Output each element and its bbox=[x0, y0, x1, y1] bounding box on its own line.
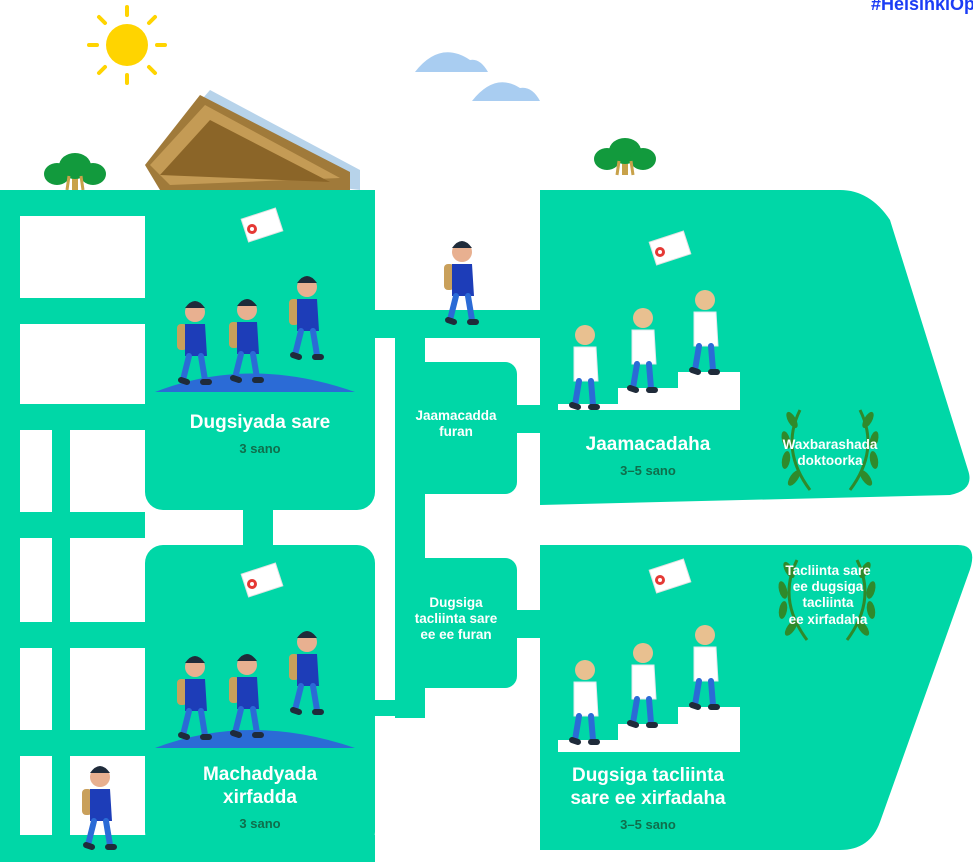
university-label: Jaamacadaha 3–5 sano bbox=[548, 434, 748, 478]
label-line: tacliinta bbox=[802, 595, 854, 611]
student-icon bbox=[444, 241, 476, 322]
uas-master-label: Tacliinta sare ee dugsiga tacliinta ee x… bbox=[762, 563, 894, 628]
hashtag: #HelsinkiOp bbox=[870, 0, 973, 14]
label-line: Dugsiga bbox=[429, 595, 483, 610]
label-line: doktoorka bbox=[797, 453, 863, 469]
upper-secondary-label: Dugsiyada sare 3 sano bbox=[150, 412, 370, 456]
label-line: furan bbox=[439, 424, 473, 440]
node-duration: 3–5 sano bbox=[620, 816, 676, 832]
tree-icon bbox=[592, 136, 658, 177]
open-university-label: Jaamacadda furan bbox=[398, 408, 514, 440]
student-icon bbox=[82, 766, 114, 847]
stairs-icon bbox=[558, 707, 740, 752]
label-line: ee ee furan bbox=[420, 627, 492, 643]
node-title: Dugsiyada sare bbox=[189, 412, 331, 433]
label-line: tacliinta sare bbox=[414, 611, 498, 627]
label-line: Waxbarashada bbox=[782, 437, 878, 452]
tree-icon bbox=[42, 151, 108, 192]
node-title-line1: Machadyada bbox=[202, 764, 318, 785]
vocational-label: Machadyada xirfadda 3 sano bbox=[150, 764, 370, 831]
node-title-line2: xirfadda bbox=[223, 786, 297, 808]
label-line: ee dugsiga bbox=[792, 579, 864, 595]
sun-icon bbox=[87, 5, 167, 85]
node-title: Jaamacadaha bbox=[585, 434, 711, 455]
label-line: Jaamacadda bbox=[415, 408, 497, 423]
building-icon bbox=[145, 90, 360, 190]
uas-label: Dugsiga tacliinta sare ee xirfadaha 3–5 … bbox=[548, 765, 748, 832]
label-line: Tacliinta sare bbox=[785, 563, 871, 578]
node-duration: 3 sano bbox=[239, 440, 281, 456]
cloud-icon bbox=[472, 82, 540, 101]
label-line: ee xirfadaha bbox=[788, 611, 868, 627]
node-duration: 3 sano bbox=[239, 815, 281, 831]
doctoral-label: Waxbarashada doktoorka bbox=[762, 437, 898, 469]
node-title-line1: Dugsiga tacliinta bbox=[571, 765, 725, 786]
path-network bbox=[0, 190, 973, 862]
open-uas-label: Dugsiga tacliinta sare ee ee furan bbox=[392, 595, 520, 644]
node-duration: 3–5 sano bbox=[620, 462, 676, 478]
cloud-icon bbox=[415, 52, 488, 72]
node-title-line2: sare ee xirfadaha bbox=[570, 787, 726, 809]
